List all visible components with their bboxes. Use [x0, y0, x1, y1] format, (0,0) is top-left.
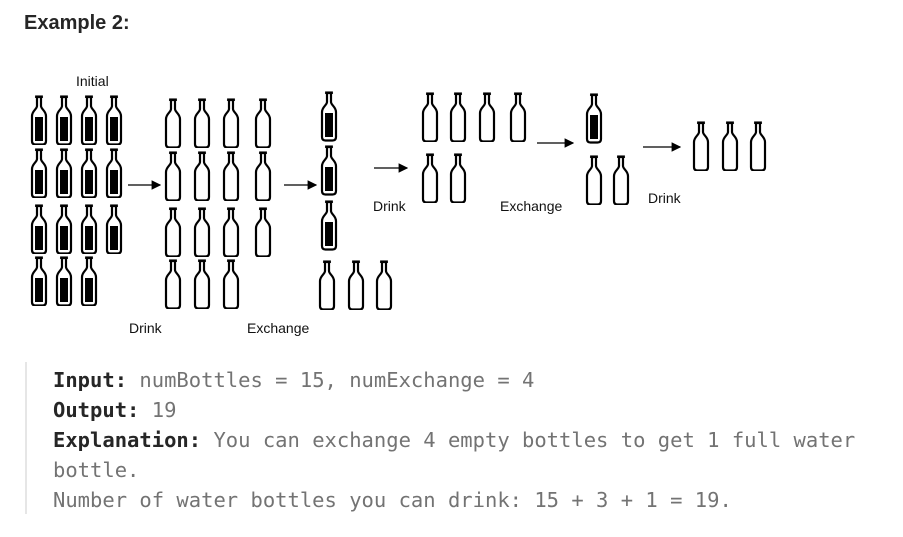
example-code-block: Input: numBottles = 15, numExchange = 4 … — [25, 362, 897, 514]
output-label: Output: — [53, 398, 140, 422]
label-initial: Initial — [76, 73, 109, 89]
explanation-line: Explanation: You can exchange 4 empty bo… — [53, 425, 855, 455]
empty-bottles-after-drink-2 — [421, 92, 527, 203]
input-label: Input: — [53, 368, 128, 392]
bottles-after-exchange-2 — [585, 92, 630, 205]
label-exchange-1: Exchange — [247, 320, 309, 336]
summary-line: Number of water bottles you can drink: 1… — [53, 488, 732, 512]
label-drink-3: Drink — [648, 190, 682, 206]
empty-bottles-after-drink-1 — [164, 98, 272, 309]
output-line: Output: 19 — [53, 395, 176, 425]
label-drink-1: Drink — [129, 320, 163, 336]
explanation-value: You can exchange 4 empty bottles to get … — [201, 428, 856, 452]
explanation-label: Explanation: — [53, 428, 202, 452]
example-heading: Example 2: — [24, 12, 130, 34]
input-value: numBottles = 15, numExchange = 4 — [127, 368, 535, 392]
bottle-exchange-diagram: Initial Drink Exchange Drink Exchange Dr… — [30, 73, 767, 336]
explanation-continuation: bottle. — [53, 458, 140, 482]
final-empty-bottles — [692, 121, 767, 171]
input-line: Input: numBottles = 15, numExchange = 4 — [53, 365, 534, 395]
initial-full-bottles — [30, 95, 123, 306]
label-drink-2: Drink — [373, 198, 407, 214]
output-value: 19 — [139, 398, 177, 422]
label-exchange-2: Exchange — [500, 198, 562, 214]
